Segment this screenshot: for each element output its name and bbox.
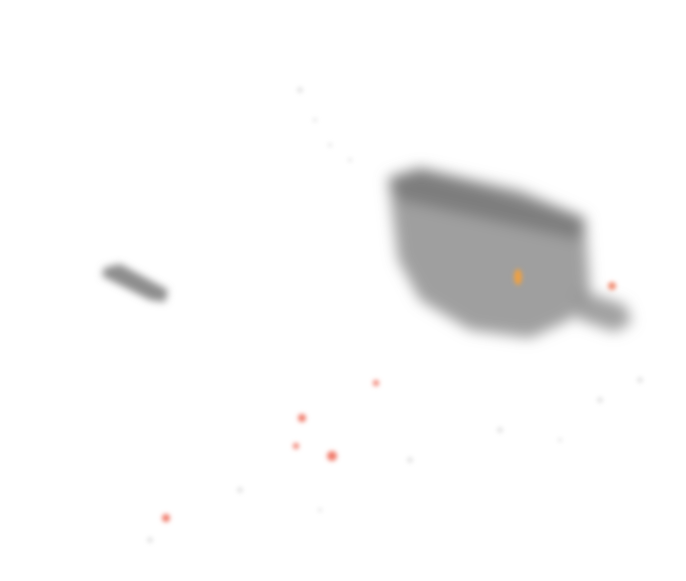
red-point	[298, 414, 306, 422]
highlight-points	[162, 269, 616, 522]
faint-points	[147, 87, 643, 543]
red-point	[293, 443, 299, 449]
red-point	[373, 380, 379, 386]
gray-object-small	[102, 264, 168, 302]
red-point	[608, 282, 616, 290]
object-top-ridge	[388, 168, 585, 240]
gray-object-main	[388, 168, 632, 338]
orange-point	[514, 269, 522, 285]
red-point	[162, 514, 170, 522]
red-point	[327, 451, 337, 461]
object-nozzle	[575, 290, 632, 332]
